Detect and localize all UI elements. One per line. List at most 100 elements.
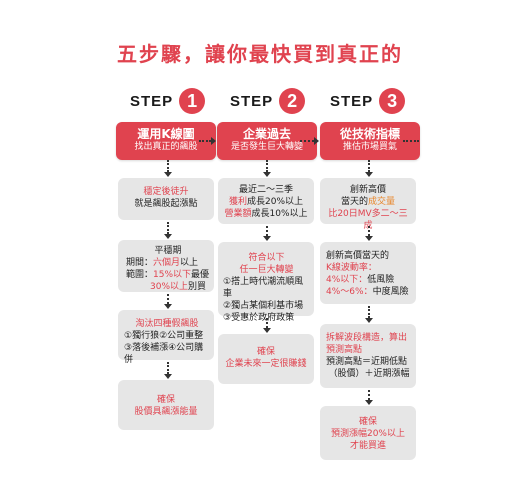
column-2-header-box: 企業過去 是否發生巨大轉變 [217, 122, 317, 160]
highlight: 4%～6%： [326, 287, 373, 297]
box-line: 創新高價 [349, 185, 386, 195]
header-title: 運用K線圖 [137, 127, 195, 141]
text: 別買 [188, 282, 207, 292]
box-line: ③落後補漲④公司購併 [124, 343, 204, 365]
connector-dots [266, 160, 270, 172]
box-line: ①搭上時代潮流順風車 [223, 277, 304, 299]
text: 中度風險 [372, 287, 409, 297]
box-line: 當天的成交量 [324, 196, 412, 208]
step-number-badge: 2 [279, 88, 306, 114]
box-line: 就是飆股起漲點 [134, 199, 198, 209]
arrow-down-icon [365, 318, 373, 323]
box-line: ②獨占某個利基市場 [223, 301, 304, 311]
box-line: 才能買進 [349, 441, 386, 451]
box-line: 股價具飆漲能量 [134, 407, 198, 417]
header-subtitle: 找出真正的飆股 [134, 142, 198, 152]
connector-dots [167, 294, 171, 304]
step-label: STEP [330, 92, 374, 110]
header-subtitle: 是否發生巨大轉變 [230, 142, 303, 152]
header-title: 從技術指標 [339, 127, 400, 141]
step-label: STEP [230, 92, 274, 110]
arrow-down-icon [164, 374, 172, 379]
column-3-box-3: 拆解波段構造，算出 預測高點 預測高點＝近期低點 （股價）＋近期漲幅 [320, 324, 416, 388]
box-title: 符合以下 [248, 253, 285, 263]
column-1-box-4: 確保 股價具飆漲能量 [118, 380, 214, 430]
arrow-down-icon [365, 236, 373, 241]
box-line: 預測高點＝近期低點 [326, 357, 408, 367]
column-1-box-3: 淘汰四種假飆股 ①獨行狼②公司重整 ③落後補漲④公司購併 [118, 310, 214, 365]
box-line: 營業額成長10%以上 [222, 208, 310, 220]
highlight: 15%以下 [153, 270, 192, 280]
highlight: 成交量 [368, 197, 396, 207]
connector-dots [368, 160, 372, 172]
column-1-box-2: 平穩期 期間：六個月以上 範圍：15%以下最優 30%以上別買 [118, 240, 214, 292]
highlight: 營業額 [224, 209, 252, 219]
highlight: 六個月 [153, 258, 181, 268]
box-line: 確保 [256, 347, 275, 357]
box-line: （股價）＋近期漲幅 [328, 369, 410, 379]
label: 範圍： [126, 270, 154, 280]
box-line: 範圍：15%以下最優 [126, 269, 210, 281]
connector-dots [167, 222, 171, 234]
connector-dots [167, 160, 171, 172]
connector-dots [266, 226, 270, 236]
arrow-down-icon [365, 172, 373, 177]
connector-dots [167, 362, 171, 374]
connector-dots [300, 140, 314, 142]
text: 以上 [180, 258, 199, 268]
highlight: 4%以下： [326, 275, 368, 285]
step-1-header: STEP 1 [130, 86, 206, 116]
arrow-down-icon [263, 236, 271, 241]
highlight: 獲利 [228, 197, 247, 207]
box-title: 創新高價當天的 [326, 251, 390, 261]
box-line: 4%～6%：中度風險 [326, 286, 412, 298]
box-line: 確保 [358, 417, 377, 427]
highlight: 30%以上 [150, 282, 189, 292]
box-line: 期間：六個月以上 [126, 257, 210, 269]
column-2-box-1: 最近二～三季 獲利成長20%以上 營業額成長10%以上 [218, 178, 314, 224]
connector-dots [266, 318, 270, 328]
column-2-box-3: 確保 企業未來一定很賺錢 [218, 334, 314, 384]
box-line: 穩定後徒升 [143, 187, 189, 197]
box-line: 獲利成長20%以上 [222, 196, 310, 208]
connector-dots [403, 140, 419, 142]
label: 期間： [126, 258, 154, 268]
step-label: STEP [130, 92, 174, 110]
column-3-box-4: 確保 預測漲幅20%以上 才能買進 [320, 406, 416, 460]
box-line: 企業未來一定很賺錢 [225, 359, 307, 369]
arrow-down-icon [164, 304, 172, 309]
arrow-right-icon [314, 137, 319, 145]
column-3-box-2: 創新高價當天的 K線波動率： 4%以下：低風險 4%～6%：中度風險 [320, 242, 416, 304]
header-subtitle: 推估市場買氣 [342, 142, 397, 152]
text: 低風險 [367, 275, 395, 285]
box-line: 預測漲幅20%以上 [330, 429, 405, 439]
box-title: 預測高點 [326, 345, 363, 355]
step-2-header: STEP 2 [230, 86, 306, 116]
box-line: ①獨行狼②公司重整 [124, 331, 204, 341]
connector-dots [368, 390, 372, 400]
column-1-box-1: 穩定後徒升 就是飆股起漲點 [118, 178, 214, 220]
diagram-title: 五步驟，讓你最快買到真正的 [117, 42, 403, 66]
arrow-down-icon [365, 400, 373, 405]
arrow-down-icon [263, 328, 271, 333]
column-2-box-2: 符合以下 任一巨大轉變 ①搭上時代潮流順風車 ②獨占某個利基市場 ③受惠於政府政… [218, 242, 314, 323]
text: 成長20%以上 [247, 197, 304, 207]
box-line: 最近二～三季 [238, 185, 293, 195]
box-line: 4%以下：低風險 [326, 274, 412, 286]
box-title: 平穩期 [154, 246, 182, 256]
box-title: 拆解波段構造，算出 [326, 333, 408, 343]
connector-dots [368, 306, 372, 318]
box-line: 30%以上別買 [126, 281, 210, 293]
box-line: 比20日MV多二～三成 [328, 209, 408, 231]
connector-dots [199, 140, 211, 142]
arrow-down-icon [164, 172, 172, 177]
column-3-box-1: 創新高價 當天的成交量 比20日MV多二～三成 [320, 178, 416, 231]
box-title: 任一巨大轉變 [239, 265, 294, 275]
connector-dots [368, 226, 372, 236]
box-line: 確保 [156, 395, 175, 405]
arrow-down-icon [164, 234, 172, 239]
step-number-badge: 1 [179, 88, 206, 114]
arrow-down-icon [263, 172, 271, 177]
box-line: ③受惠於政府政策 [223, 313, 295, 323]
text: 最優 [191, 270, 210, 280]
